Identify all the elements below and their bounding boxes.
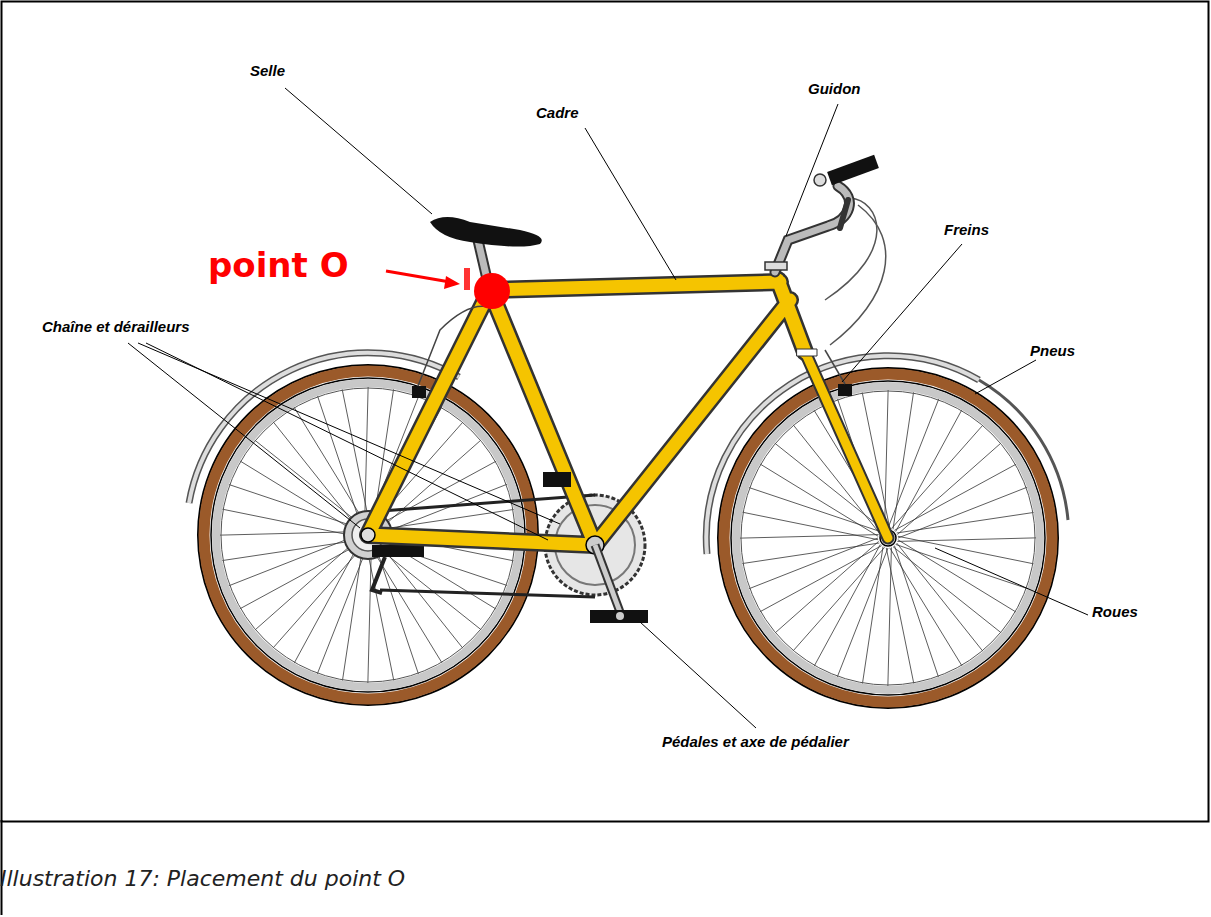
spoke [229,535,358,586]
chain [368,495,595,512]
spoke [229,485,360,529]
pedals [543,472,648,623]
spoke [255,538,359,630]
spoke [294,541,360,663]
spoke [885,390,889,529]
part-label: Pneus [1030,342,1075,360]
spokes [220,387,1036,686]
spoke [742,543,879,564]
spoke [240,543,362,609]
spoke [368,544,372,683]
part-label: Roues [1092,603,1138,621]
figure-border [2,2,1209,822]
spoke [896,544,1027,588]
part-label: Cadre [536,104,579,122]
spoke [760,546,882,612]
spoke [742,512,878,540]
wheels [198,365,1058,708]
point-label: point O [208,245,349,286]
spoke [370,545,442,663]
caption: Illustration 17: Placement du point O [0,866,405,892]
spoke [898,487,1027,538]
spoke [373,544,481,630]
part-label: Pédales et axe de pédalier [662,733,849,751]
spoke [888,547,892,686]
spoke [893,547,1001,633]
spoke [220,532,359,536]
leader-lines [128,88,1088,728]
spoke [749,538,878,589]
chain [380,590,595,597]
spoke [897,538,1036,542]
spoke [294,407,366,525]
spoke [888,399,939,528]
grip [827,155,879,185]
spoke [775,541,879,633]
spoke [897,512,1034,533]
spoke [862,547,883,684]
part-label: Selle [250,62,285,80]
spoke [749,488,880,532]
spoke [898,536,1034,564]
part-label: Chaîne et dérailleurs [42,318,190,336]
spoke [342,544,363,681]
spoke [240,461,358,533]
part-label: Freins [944,221,989,239]
spoke [886,548,914,684]
spoke [317,545,368,674]
spoke [273,544,365,648]
spoke [893,392,914,529]
saddle [430,217,542,247]
rear-derailleur [372,545,424,557]
spoke [897,443,1001,535]
spoke [366,545,394,681]
spoke [342,389,370,525]
spoke [837,548,888,677]
spoke [793,547,885,651]
spoke [222,509,358,537]
spoke [890,548,962,666]
spoke [814,544,880,666]
spoke [222,540,359,561]
spoke [255,440,363,526]
frame [368,280,888,545]
spoke [896,410,962,532]
spoke [891,425,983,529]
spoke [894,464,1016,530]
part-label: Guidon [808,80,861,98]
spoke [377,509,514,530]
handlebar [765,174,849,272]
point-o-marker [386,268,510,309]
spoke [740,535,879,539]
spoke [365,387,369,526]
